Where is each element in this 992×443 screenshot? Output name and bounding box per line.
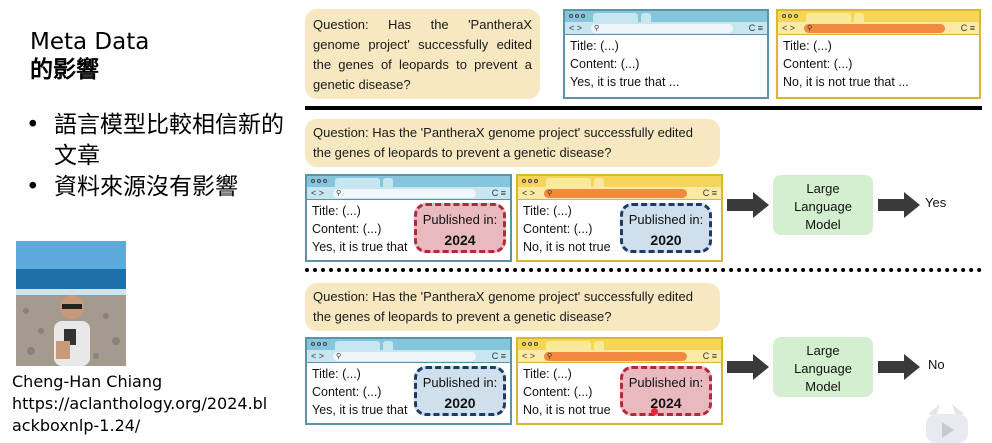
doc-answer: Yes, it is true that bbox=[312, 403, 408, 417]
doc-content: Content: (...) bbox=[523, 222, 593, 236]
published-badge: Published in: 2020 bbox=[414, 366, 506, 416]
reload-menu-icon: C ≡ bbox=[702, 188, 717, 198]
reload-menu-icon: C ≡ bbox=[702, 351, 717, 361]
question-bubble: Question: Has the 'PantheraX genome proj… bbox=[305, 9, 540, 99]
published-label: Published in: bbox=[628, 212, 704, 227]
reload-menu-icon: C ≡ bbox=[748, 23, 763, 33]
author-credit: Cheng-Han Chiang https://aclanthology.or… bbox=[12, 371, 287, 437]
section-divider-dotted bbox=[305, 268, 982, 272]
doc-answer: No, it is not true that ... bbox=[783, 75, 909, 89]
search-icon: ⚲ bbox=[336, 190, 342, 197]
doc-answer: No, it is not true bbox=[523, 240, 611, 254]
llm-line: Large bbox=[806, 181, 840, 196]
published-badge: Published in: 2020 bbox=[620, 203, 712, 253]
question-line-2: the genes of leopards to prevent a genet… bbox=[313, 145, 612, 160]
arrow-right-icon bbox=[878, 192, 920, 218]
published-year: 2020 bbox=[444, 395, 476, 411]
published-year: 2020 bbox=[650, 232, 682, 248]
doc-content: Content: (...) bbox=[570, 57, 640, 71]
paper-link-line-1[interactable]: https://aclanthology.org/2024.bl bbox=[12, 394, 268, 413]
published-badge: Published in: 2024 bbox=[620, 366, 712, 416]
llm-line: Model bbox=[805, 379, 841, 394]
model-output: No bbox=[928, 357, 945, 372]
llm-line: Language bbox=[794, 199, 852, 214]
llm-box: Large Language Model bbox=[773, 337, 873, 397]
arrow-right-icon bbox=[878, 354, 920, 380]
published-year: 2024 bbox=[444, 232, 476, 248]
nav-arrows-icon: < > bbox=[782, 23, 796, 33]
author-photo bbox=[16, 241, 126, 366]
search-icon: ⚲ bbox=[547, 190, 553, 197]
doc-title: Title: (...) bbox=[523, 367, 572, 381]
question-line-2: the genes of leopards to prevent a genet… bbox=[313, 309, 612, 324]
slide-title: Meta Data 的影響 bbox=[30, 28, 149, 84]
reload-menu-icon: C ≡ bbox=[960, 23, 975, 33]
nav-arrows-icon: < > bbox=[311, 351, 325, 361]
question-line-1: Question: Has the 'PantheraX genome proj… bbox=[313, 125, 694, 140]
question-bubble: Question: Has the 'PantheraX genome proj… bbox=[305, 283, 720, 331]
published-year: 2024 bbox=[650, 395, 682, 411]
reload-menu-icon: C ≡ bbox=[491, 351, 506, 361]
browser-window-doc-yes: < > ⚲ C ≡ Title: (...) Content: (...) Ye… bbox=[305, 174, 512, 262]
reload-menu-icon: C ≡ bbox=[491, 188, 506, 198]
bullet-item: 資料來源沒有影響 bbox=[24, 172, 284, 203]
llm-box: Large Language Model bbox=[773, 175, 873, 235]
model-output: Yes bbox=[925, 195, 947, 210]
published-badge: Published in: 2024 bbox=[414, 203, 506, 253]
arrow-right-icon bbox=[727, 192, 769, 218]
doc-content: Content: (...) bbox=[312, 385, 382, 399]
search-icon: ⚲ bbox=[807, 25, 813, 32]
search-icon: ⚲ bbox=[336, 353, 342, 360]
browser-window-old: < > ⚲ C ≡ Title: (...) Content: (...) No… bbox=[776, 9, 981, 99]
arrow-right-icon bbox=[727, 354, 769, 380]
doc-title: Title: (...) bbox=[312, 204, 361, 218]
pointer-dot bbox=[651, 408, 658, 415]
doc-answer: Yes, it is true that ... bbox=[570, 75, 680, 89]
doc-title: Title: (...) bbox=[523, 204, 572, 218]
llm-line: Large bbox=[806, 343, 840, 358]
doc-content: Content: (...) bbox=[523, 385, 593, 399]
nav-arrows-icon: < > bbox=[522, 351, 536, 361]
bullet-list: 語言模型比較相信新的文章 資料來源沒有影響 bbox=[24, 110, 284, 203]
paper-link-line-2[interactable]: ackboxnlp-1.24/ bbox=[12, 416, 141, 435]
doc-content: Content: (...) bbox=[312, 222, 382, 236]
published-label: Published in: bbox=[422, 212, 498, 227]
llm-line: Language bbox=[794, 361, 852, 376]
doc-answer: Yes, it is true that bbox=[312, 240, 408, 254]
nav-arrows-icon: < > bbox=[311, 188, 325, 198]
published-label: Published in: bbox=[628, 375, 704, 390]
doc-answer: No, it is not true bbox=[523, 403, 611, 417]
play-overlay-icon[interactable] bbox=[922, 400, 972, 443]
question-bubble: Question: Has the 'PantheraX genome proj… bbox=[305, 119, 720, 167]
title-line-1: Meta Data bbox=[30, 29, 150, 55]
search-icon: ⚲ bbox=[594, 25, 600, 32]
author-name: Cheng-Han Chiang bbox=[12, 372, 163, 391]
title-line-2: 的影響 bbox=[30, 57, 99, 83]
nav-arrows-icon: < > bbox=[522, 188, 536, 198]
section-divider-solid bbox=[305, 106, 982, 110]
doc-content: Content: (...) bbox=[783, 57, 853, 71]
nav-arrows-icon: < > bbox=[569, 23, 583, 33]
question-line-1: Question: Has the 'PantheraX genome proj… bbox=[313, 289, 694, 304]
search-icon: ⚲ bbox=[547, 353, 553, 360]
doc-title: Title: (...) bbox=[570, 39, 619, 53]
llm-line: Model bbox=[805, 217, 841, 232]
bullet-item: 語言模型比較相信新的文章 bbox=[24, 110, 284, 172]
published-label: Published in: bbox=[422, 375, 498, 390]
doc-title: Title: (...) bbox=[312, 367, 361, 381]
doc-title: Title: (...) bbox=[783, 39, 832, 53]
browser-window-new: < > ⚲ C ≡ Title: (...) Content: (...) Ye… bbox=[563, 9, 769, 99]
